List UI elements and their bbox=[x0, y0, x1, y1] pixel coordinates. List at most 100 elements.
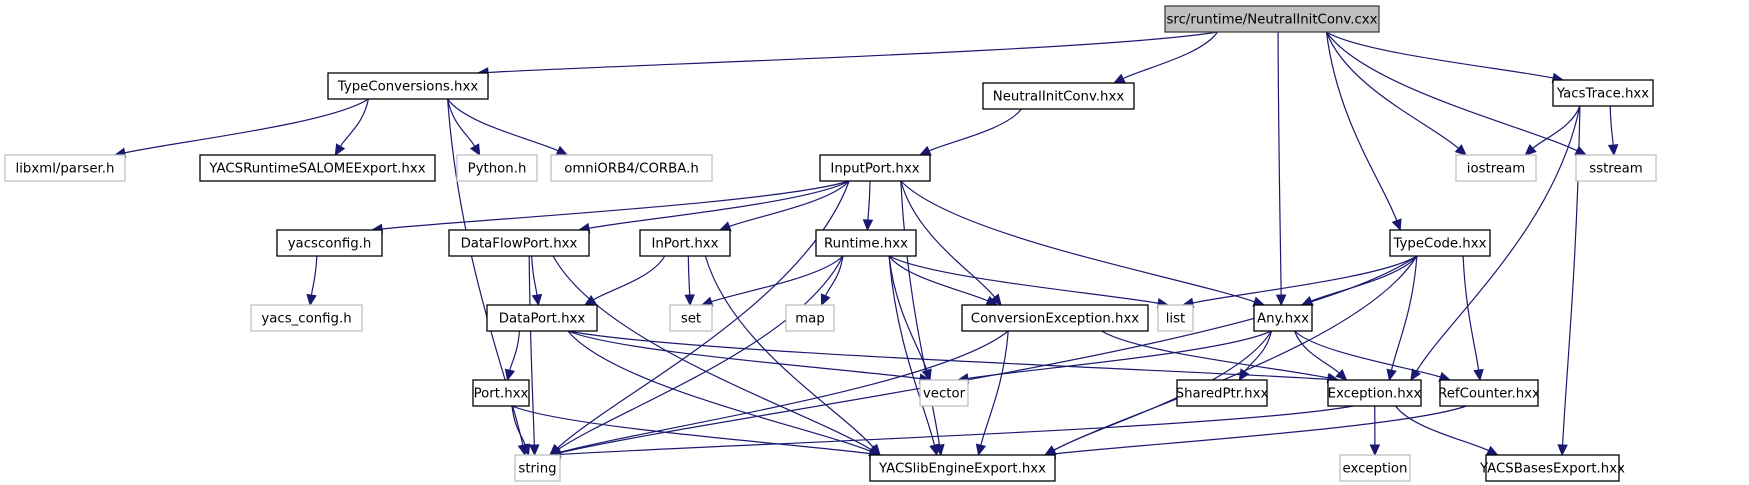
node-dataport-hxx[interactable]: DataPort.hxx bbox=[486, 304, 598, 332]
node-box bbox=[1439, 379, 1539, 407]
arrowhead-icon bbox=[862, 219, 874, 232]
edge-conversionexception-to-string bbox=[559, 330, 1009, 453]
edge-inport-to-yacslibengineexport bbox=[704, 255, 874, 448]
arrowhead-icon bbox=[520, 443, 531, 457]
arrowhead-icon bbox=[975, 443, 987, 457]
arrowhead-icon bbox=[1410, 368, 1421, 382]
arrowhead-icon bbox=[1485, 445, 1499, 456]
node-label: yacsconfig.h bbox=[288, 237, 372, 252]
edge-inputport-to-runtime bbox=[867, 180, 871, 221]
node-box bbox=[1327, 379, 1422, 407]
node-port-hxx[interactable]: Port.hxx bbox=[472, 379, 530, 407]
node-label: DataFlowPort.hxx bbox=[461, 237, 578, 252]
node-yacstrace-hxx[interactable]: YacsTrace.hxx bbox=[1552, 79, 1654, 107]
node-refcounter-hxx[interactable]: RefCounter.hxx bbox=[1438, 379, 1540, 407]
node-box bbox=[1455, 154, 1537, 182]
node-box bbox=[250, 304, 363, 332]
node-typecode-hxx[interactable]: TypeCode.hxx bbox=[1389, 229, 1491, 257]
node-dataflowport-hxx[interactable]: DataFlowPort.hxx bbox=[448, 229, 590, 257]
arrowhead-icon bbox=[820, 293, 831, 307]
node-label: Port.hxx bbox=[474, 387, 529, 402]
node-string: string bbox=[514, 454, 561, 482]
node-box bbox=[1552, 79, 1654, 107]
arrowhead-icon bbox=[921, 368, 932, 382]
node-yacslibengineexport-hxx[interactable]: YACSlibEngineExport.hxx bbox=[869, 454, 1056, 482]
edge-inputport-to-inport bbox=[729, 180, 850, 228]
node-label: Runtime.hxx bbox=[824, 237, 908, 252]
node-label: map bbox=[795, 312, 825, 327]
edge-yacstrace-to-iostream bbox=[1532, 105, 1581, 149]
node-omniorb4-corba-h: omniORB4/CORBA.h bbox=[550, 154, 713, 182]
node-runtime-hxx[interactable]: Runtime.hxx bbox=[815, 229, 917, 257]
edge-dataport-to-port bbox=[509, 330, 521, 371]
edge-typeconversions-to-omniorb bbox=[447, 98, 559, 152]
arrowhead-icon bbox=[334, 143, 346, 157]
node-libxml-parser-h: libxml/parser.h bbox=[4, 154, 126, 182]
node-set: set bbox=[669, 304, 713, 332]
arrowhead-icon bbox=[1335, 368, 1348, 381]
node-any-hxx[interactable]: Any.hxx bbox=[1253, 304, 1313, 332]
arrowhead-icon bbox=[990, 293, 1002, 306]
arrowhead-icon bbox=[918, 145, 932, 156]
node-typeconversions-hxx[interactable]: TypeConversions.hxx bbox=[327, 72, 489, 100]
node-yacsbasesexport-hxx[interactable]: YACSBasesExport.hxx bbox=[1479, 454, 1625, 482]
arrowhead-icon bbox=[1391, 218, 1402, 232]
arrowhead-icon bbox=[531, 293, 543, 307]
node-neutralinitconv-hxx[interactable]: NeutralInitConv.hxx bbox=[982, 82, 1135, 110]
node-inputport-hxx[interactable]: InputPort.hxx bbox=[819, 154, 931, 182]
node-box bbox=[1176, 379, 1268, 407]
node-inport-hxx[interactable]: InPort.hxx bbox=[639, 229, 731, 257]
edge-root-to-typecode bbox=[1325, 31, 1398, 221]
edge-root-to-any bbox=[1277, 31, 1282, 296]
edge-root-to-neutralinitconvh bbox=[1122, 31, 1219, 80]
node-exception-hxx[interactable]: Exception.hxx bbox=[1327, 379, 1422, 407]
node-box bbox=[327, 72, 489, 100]
node-box bbox=[1253, 304, 1313, 332]
edge-typeconversions-to-python bbox=[447, 98, 476, 147]
node-label: src/runtime/NeutralInitConv.cxx bbox=[1166, 13, 1377, 28]
node-yacsconfig-h[interactable]: yacsconfig.h bbox=[276, 229, 383, 257]
node-label: libxml/parser.h bbox=[16, 162, 115, 177]
node-box bbox=[982, 82, 1135, 110]
edge-typecode-to-string bbox=[559, 255, 1418, 454]
node-label: sstream bbox=[1589, 162, 1643, 177]
edge-dataflowport-to-string bbox=[528, 255, 535, 446]
node-conversionexception-hxx[interactable]: ConversionException.hxx bbox=[961, 304, 1149, 332]
arrowhead-icon bbox=[583, 295, 597, 306]
edge-typeconversions-to-yacsruntimesalomeexport bbox=[339, 98, 369, 147]
arrowhead-icon bbox=[1386, 368, 1397, 382]
node-label: YacsTrace.hxx bbox=[1556, 87, 1649, 102]
edge-exception-to-yacsbasesexport bbox=[1395, 405, 1489, 452]
node-box bbox=[919, 379, 969, 407]
edge-inputport-to-any bbox=[900, 180, 1255, 303]
node-box bbox=[4, 154, 126, 182]
node-box bbox=[815, 229, 917, 257]
edge-yacsconfig-to-yacs-config bbox=[310, 255, 318, 296]
edge-root-to-typeconversions bbox=[487, 31, 1218, 74]
node-label: Exception.hxx bbox=[1328, 387, 1422, 402]
node-box bbox=[199, 154, 436, 182]
edge-typeconversions-to-string bbox=[447, 98, 524, 446]
arrowhead-icon bbox=[1369, 444, 1381, 457]
node-label: RefCounter.hxx bbox=[1438, 387, 1540, 402]
node-box bbox=[456, 154, 538, 182]
arrowhead-icon bbox=[1113, 73, 1126, 84]
edge-dataflowport-to-dataport bbox=[531, 255, 538, 296]
node-box bbox=[276, 229, 383, 257]
node-label: YACSBasesExport.hxx bbox=[1479, 462, 1625, 477]
node-box bbox=[514, 454, 561, 482]
arrowhead-icon bbox=[1607, 144, 1619, 157]
arrowhead-icon bbox=[469, 143, 481, 157]
node-sharedptr-hxx[interactable]: SharedPtr.hxx bbox=[1176, 379, 1269, 407]
node-label: list bbox=[1166, 312, 1186, 327]
node-box bbox=[669, 304, 713, 332]
node-box bbox=[819, 154, 931, 182]
node-box bbox=[639, 229, 731, 257]
node-src-runtime-neutralinitconv-cxx[interactable]: src/runtime/NeutralInitConv.cxx bbox=[1164, 5, 1380, 33]
node-yacsruntimesalomeexport-hxx[interactable]: YACSRuntimeSALOMEExport.hxx bbox=[199, 154, 436, 182]
node-label: YACSlibEngineExport.hxx bbox=[878, 462, 1046, 477]
edge-any-to-yacslibengineexport bbox=[1053, 330, 1272, 451]
edge-typecode-to-list bbox=[1192, 255, 1418, 304]
node-vector: vector bbox=[919, 379, 969, 407]
